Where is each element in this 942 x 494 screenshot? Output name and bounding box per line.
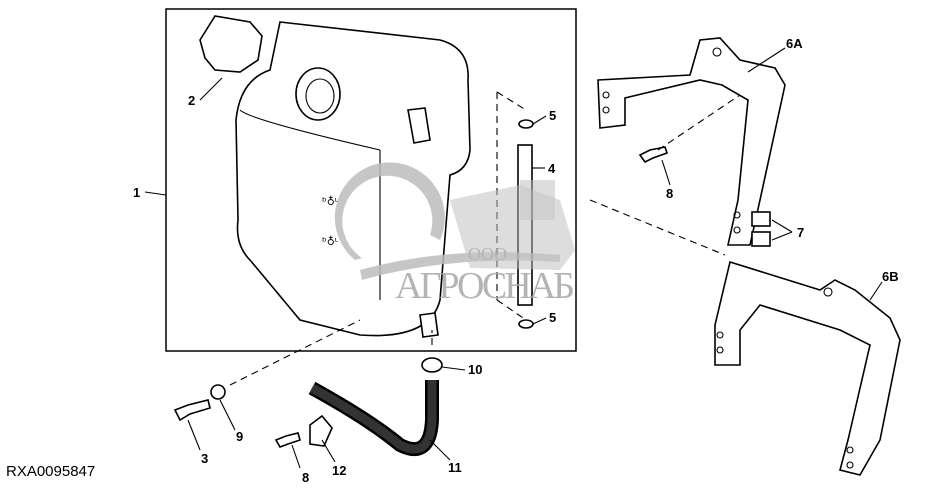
clamp-12: [309, 414, 333, 447]
callout-8-upper: 8: [666, 186, 673, 201]
callout-2: 2: [188, 93, 195, 108]
callout-8-lower: 8: [302, 470, 309, 485]
bracket-6b: [714, 260, 901, 476]
bolt-3: [173, 399, 211, 422]
callout-7: 7: [797, 225, 804, 240]
bolt-8-upper: [638, 146, 669, 164]
washer-9: [210, 384, 226, 400]
callout-12: 12: [332, 463, 346, 478]
callout-9: 9: [236, 429, 243, 444]
filler-cap: [199, 15, 263, 73]
reference-code: RXA0095847: [6, 463, 95, 480]
callout-6b: 6B: [882, 269, 899, 284]
callout-3: 3: [201, 451, 208, 466]
callout-5-upper: 5: [549, 108, 556, 123]
watermark-name: АГРОСНАБ: [395, 265, 575, 307]
clip-7: [751, 211, 771, 227]
assembly-frame: [165, 8, 577, 352]
clip-7: [751, 231, 771, 247]
callout-6a: 6A: [786, 36, 803, 51]
leader-lines: [144, 47, 883, 469]
company-watermark: ООО АГРОСНАБ: [334, 162, 575, 307]
callout-11: 11: [448, 460, 462, 475]
watermark-prefix: ООО: [468, 244, 507, 264]
hose-11: [308, 380, 439, 457]
clamp-10: [421, 357, 443, 373]
bracket-6a: [597, 37, 786, 246]
svg-text:ᵇ♁ᶫ: ᵇ♁ᶫ: [322, 195, 339, 208]
svg-text:ᵇ♁ᶫ: ᵇ♁ᶫ: [322, 235, 339, 248]
bolt-8-lower: [274, 432, 301, 448]
callout-10: 10: [468, 362, 482, 377]
callout-5-lower: 5: [549, 310, 556, 325]
callout-4: 4: [548, 161, 556, 176]
callout-1: 1: [133, 185, 140, 200]
